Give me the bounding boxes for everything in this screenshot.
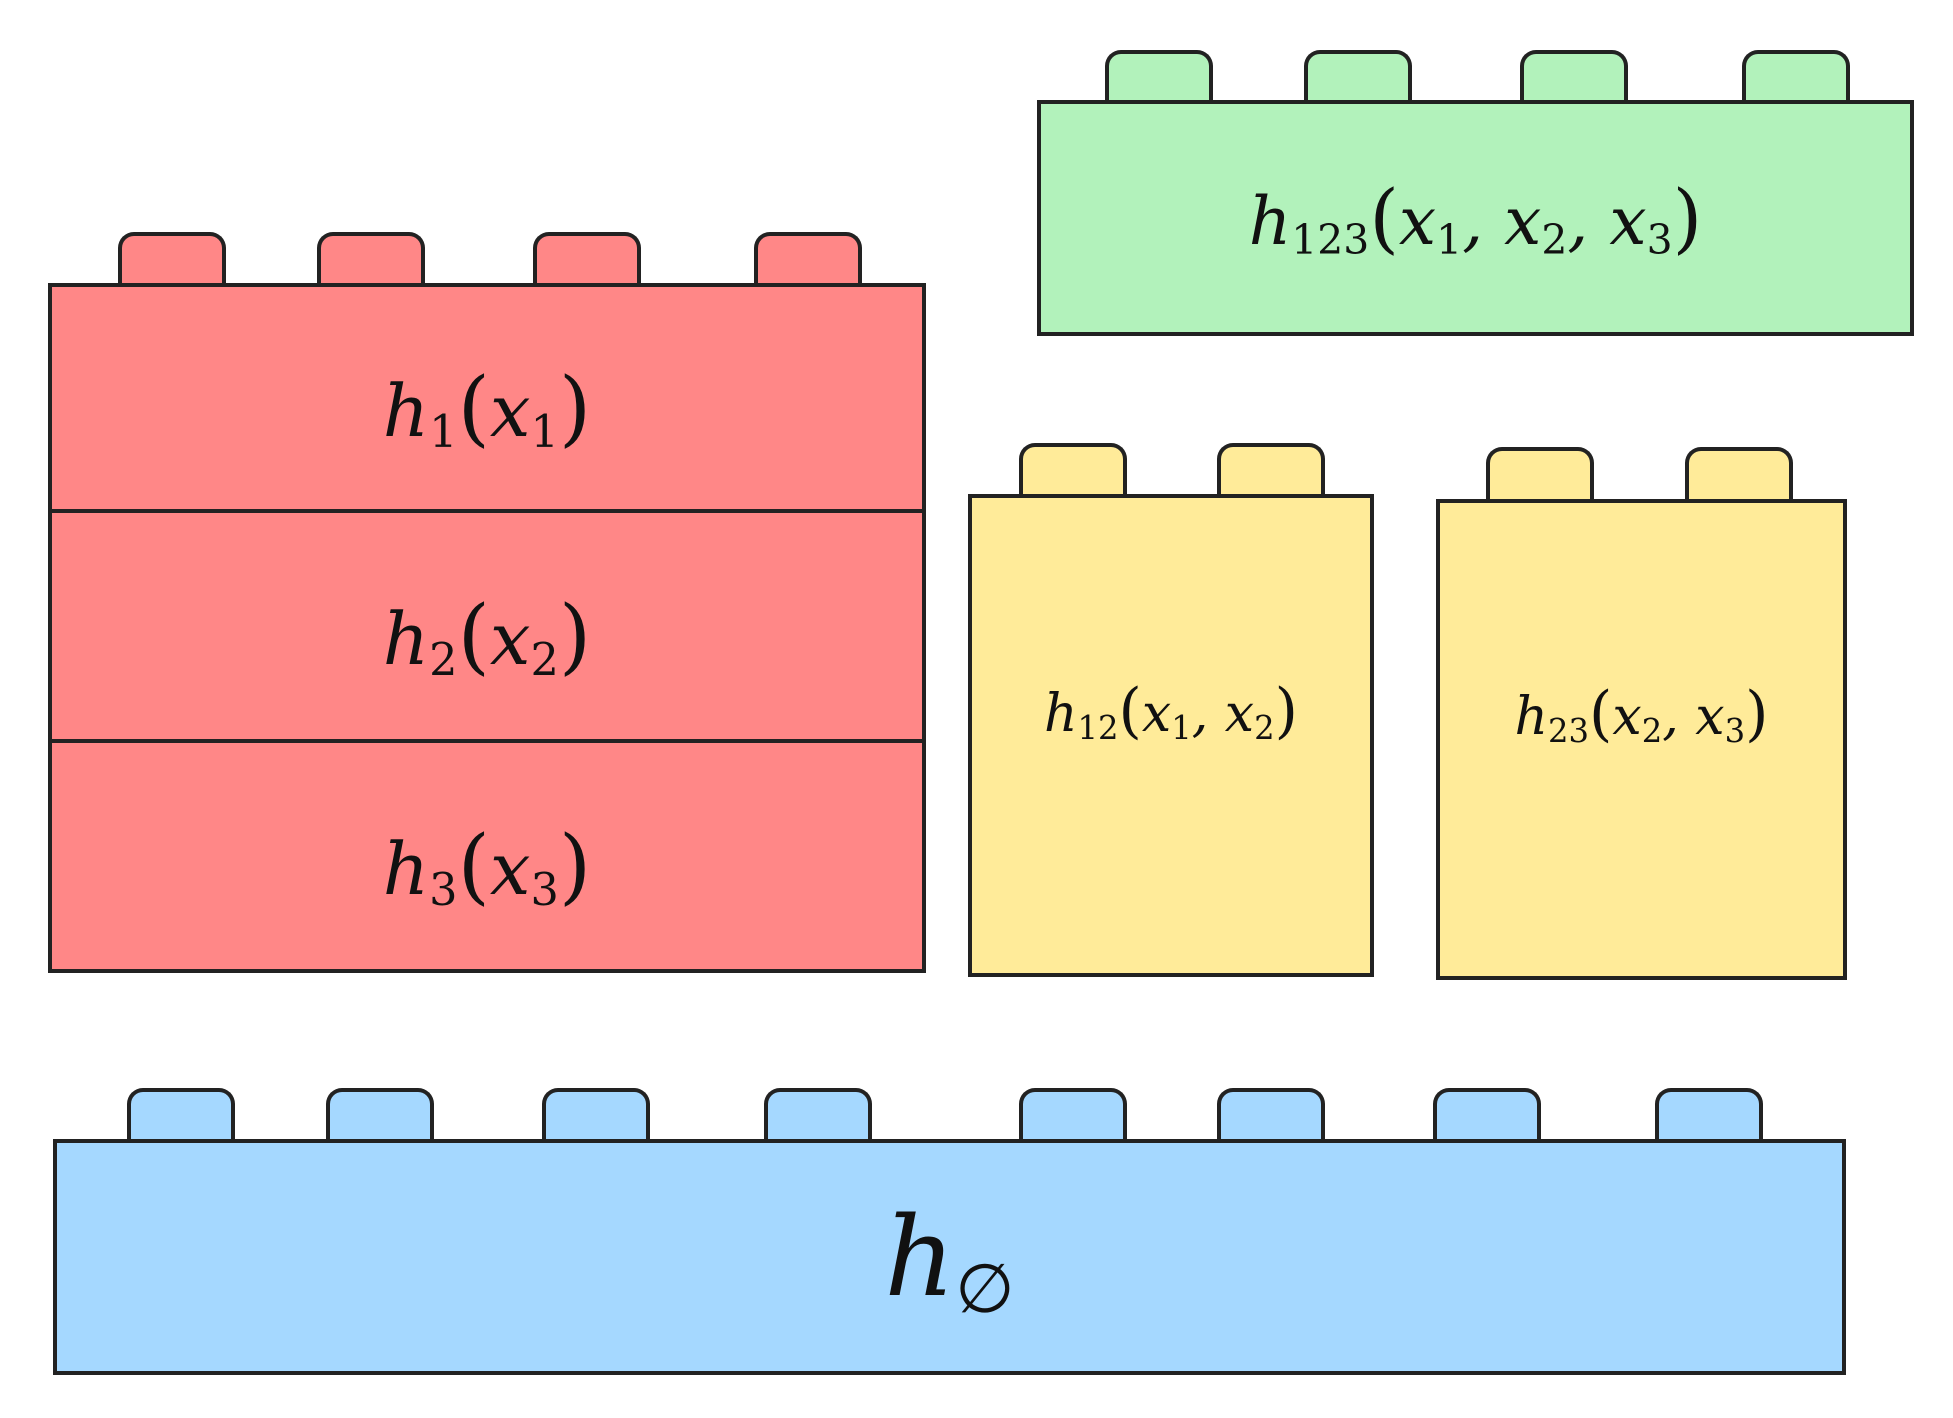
- yellow-brick-h23: h23(x2, x3): [1436, 499, 1847, 980]
- blue-brick-stud: [764, 1088, 872, 1142]
- label-h23: h23(x2, x3): [1514, 679, 1769, 751]
- blue-brick-stud: [326, 1088, 434, 1142]
- red-brick-stud: [118, 232, 226, 286]
- yellow-brick-h12: h12(x1, x2): [968, 494, 1374, 977]
- blue-brick-h-empty: h∅: [53, 1139, 1846, 1375]
- yellow-brick-stud: [1217, 443, 1325, 497]
- green-brick-stud: [1520, 50, 1628, 104]
- label-h12: h12(x1, x2): [1044, 676, 1298, 748]
- yellow-brick-stud: [1685, 447, 1793, 501]
- label-h123: h123(x1, x2, x3): [1248, 174, 1703, 265]
- label-h3: h3(x3): [382, 817, 592, 917]
- red-brick-h3: h3(x3): [48, 739, 926, 973]
- green-brick-stud: [1742, 50, 1850, 104]
- blue-brick-stud: [1433, 1088, 1541, 1142]
- label-h1: h1(x1): [382, 359, 592, 459]
- label-h2: h2(x2): [382, 587, 592, 687]
- green-brick-stud: [1105, 50, 1213, 104]
- red-brick-h2: h2(x2): [48, 509, 926, 743]
- blue-brick-stud: [127, 1088, 235, 1142]
- blue-brick-stud: [1655, 1088, 1763, 1142]
- red-brick-h1: h1(x1): [48, 283, 926, 513]
- red-brick-stud: [317, 232, 425, 286]
- yellow-brick-stud: [1486, 447, 1594, 501]
- green-brick-stud: [1304, 50, 1412, 104]
- label-h-empty: h∅: [884, 1193, 1015, 1330]
- green-brick-h123: h123(x1, x2, x3): [1037, 100, 1914, 336]
- blue-brick-stud: [542, 1088, 650, 1142]
- blue-brick-stud: [1217, 1088, 1325, 1142]
- red-brick-stud: [754, 232, 862, 286]
- blue-brick-stud: [1019, 1088, 1127, 1142]
- red-brick-stud: [533, 232, 641, 286]
- yellow-brick-stud: [1019, 443, 1127, 497]
